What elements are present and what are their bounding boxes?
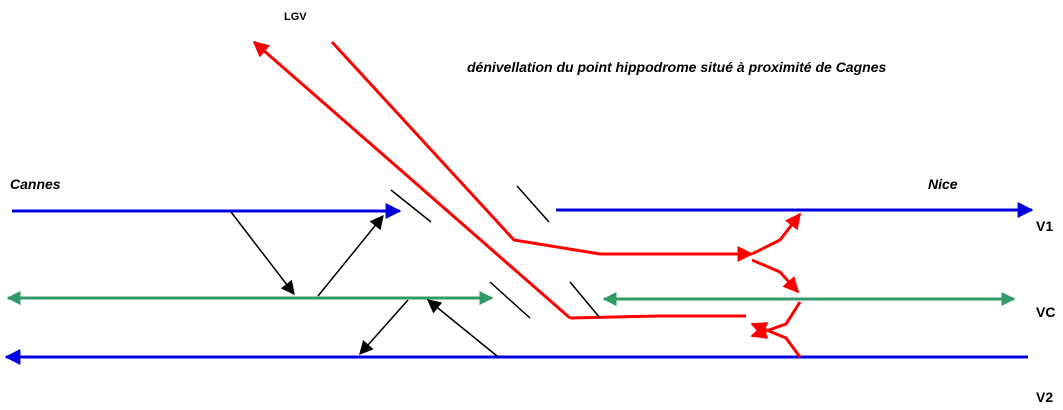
nice-label: Nice bbox=[928, 176, 958, 192]
connector-vc-to-v1 bbox=[317, 214, 384, 297]
bridge-mark bbox=[569, 281, 601, 319]
connector-vc-to-v2 bbox=[359, 299, 409, 356]
lgv-branch-to-vc bbox=[751, 258, 800, 294]
bridge-mark bbox=[390, 189, 432, 223]
v2-label: V2 bbox=[1036, 389, 1054, 405]
connector-v2-to-vc bbox=[426, 299, 498, 357]
cannes-label: Cannes bbox=[10, 176, 61, 192]
v1-label: V1 bbox=[1036, 218, 1054, 234]
bridge-mark bbox=[489, 281, 531, 319]
lgv-upper-track bbox=[330, 40, 754, 262]
bridge-mark bbox=[516, 185, 550, 223]
lgv-branch-from-vc bbox=[750, 301, 802, 339]
lgv-branch-from-v2 bbox=[750, 322, 802, 358]
vc-label: VC bbox=[1036, 304, 1056, 320]
lgv-lower-track bbox=[569, 314, 746, 320]
lgv-northbound-track bbox=[252, 40, 571, 320]
caption: dénivellation du point hippodrome situé … bbox=[467, 59, 887, 75]
lgv-label: LGV bbox=[284, 11, 307, 23]
lgv-branch-to-v1 bbox=[751, 212, 802, 256]
connector-v1-to-vc bbox=[230, 211, 295, 296]
